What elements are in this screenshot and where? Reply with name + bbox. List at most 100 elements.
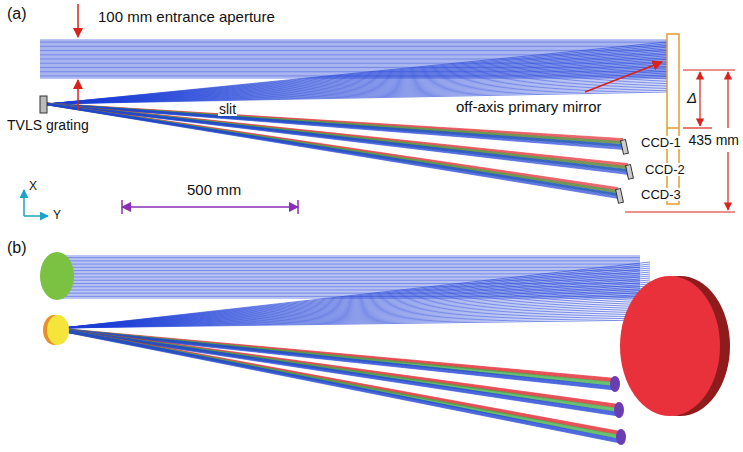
ray bbox=[47, 59, 667, 104]
ray bbox=[62, 264, 650, 328]
ray bbox=[62, 318, 650, 328]
ray bbox=[40, 41, 667, 42]
ray bbox=[62, 312, 650, 328]
ray bbox=[62, 330, 617, 414]
part-name: off-axis primary mirror bbox=[455, 99, 603, 114]
ray bbox=[60, 293, 640, 294]
ray bbox=[62, 329, 619, 440]
ray bbox=[40, 60, 667, 61]
ray bbox=[62, 284, 650, 328]
ray bbox=[40, 42, 667, 43]
ray bbox=[62, 329, 613, 387]
ray bbox=[62, 292, 650, 328]
ray bbox=[40, 40, 667, 41]
ray bbox=[47, 56, 667, 104]
ccd-1 bbox=[621, 140, 629, 155]
part-name: CCD-2 bbox=[644, 163, 686, 176]
ray bbox=[62, 316, 650, 328]
ray bbox=[40, 45, 667, 46]
ray bbox=[47, 105, 628, 174]
mirror-3d bbox=[620, 276, 720, 416]
dim-tick bbox=[683, 69, 735, 70]
ray bbox=[60, 264, 640, 265]
ray bbox=[47, 63, 667, 104]
ray bbox=[62, 330, 619, 441]
ccd-3 bbox=[616, 189, 624, 204]
grating bbox=[40, 96, 47, 113]
ray bbox=[62, 329, 619, 440]
dim-tick bbox=[625, 211, 735, 212]
ray-trace-a bbox=[40, 40, 667, 198]
ray bbox=[47, 52, 667, 104]
ray bbox=[47, 104, 628, 172]
ray bbox=[60, 256, 640, 257]
ray bbox=[47, 58, 667, 104]
ray bbox=[47, 104, 628, 173]
ray bbox=[47, 104, 618, 196]
ray bbox=[47, 45, 667, 104]
ray bbox=[62, 306, 650, 328]
ray bbox=[62, 282, 650, 328]
ray bbox=[62, 298, 650, 328]
ray bbox=[47, 49, 667, 104]
ccd-3d bbox=[610, 376, 626, 445]
ray bbox=[62, 296, 650, 328]
axis-x bbox=[23, 190, 25, 216]
ray bbox=[40, 49, 667, 50]
leader bbox=[585, 62, 662, 92]
ray bbox=[62, 331, 619, 442]
ray bbox=[60, 257, 640, 258]
ray bbox=[62, 300, 650, 328]
ray bbox=[60, 269, 640, 270]
axis-label: Y bbox=[52, 209, 62, 221]
ray bbox=[60, 266, 640, 267]
ray bbox=[62, 331, 617, 415]
ray bbox=[47, 44, 667, 104]
ray bbox=[47, 105, 628, 174]
ray bbox=[62, 304, 650, 328]
ray bbox=[47, 103, 618, 191]
ray bbox=[62, 329, 613, 387]
ray bbox=[62, 332, 619, 443]
mirror-split bbox=[667, 127, 679, 129]
ray bbox=[62, 329, 619, 436]
ray bbox=[60, 282, 640, 283]
scale-bar bbox=[122, 206, 298, 208]
ray bbox=[62, 329, 617, 405]
ray bbox=[62, 276, 650, 328]
ray bbox=[62, 274, 650, 328]
ray bbox=[47, 47, 667, 104]
dim-line bbox=[727, 152, 728, 210]
ray bbox=[40, 47, 667, 48]
ray bbox=[62, 280, 650, 328]
ray bbox=[40, 50, 667, 51]
ray bbox=[62, 314, 650, 328]
ray bbox=[47, 104, 618, 197]
ray bbox=[62, 272, 650, 328]
ray bbox=[62, 320, 650, 328]
part-name: CCD-3 bbox=[640, 188, 682, 201]
ray bbox=[60, 260, 640, 261]
aperture-arrow bbox=[77, 4, 79, 37]
ray bbox=[62, 302, 650, 328]
ray bbox=[47, 42, 667, 104]
scale-tick bbox=[121, 200, 123, 214]
ray bbox=[47, 105, 618, 198]
ray bbox=[62, 308, 650, 328]
ray bbox=[62, 294, 650, 328]
ray bbox=[47, 104, 628, 172]
aperture-arrow bbox=[77, 80, 79, 110]
entrance-aperture-3d bbox=[40, 252, 74, 300]
ray bbox=[62, 329, 617, 413]
ray bbox=[62, 270, 650, 328]
part-name: slit bbox=[218, 102, 237, 116]
ray bbox=[40, 43, 667, 44]
ray bbox=[60, 261, 640, 262]
dimension: 100 mm entrance aperture bbox=[97, 9, 276, 24]
ray bbox=[62, 329, 617, 409]
grating-3d bbox=[47, 315, 69, 345]
ray bbox=[62, 329, 619, 440]
panel-letter: (b) bbox=[6, 240, 28, 256]
ray bbox=[60, 258, 640, 259]
